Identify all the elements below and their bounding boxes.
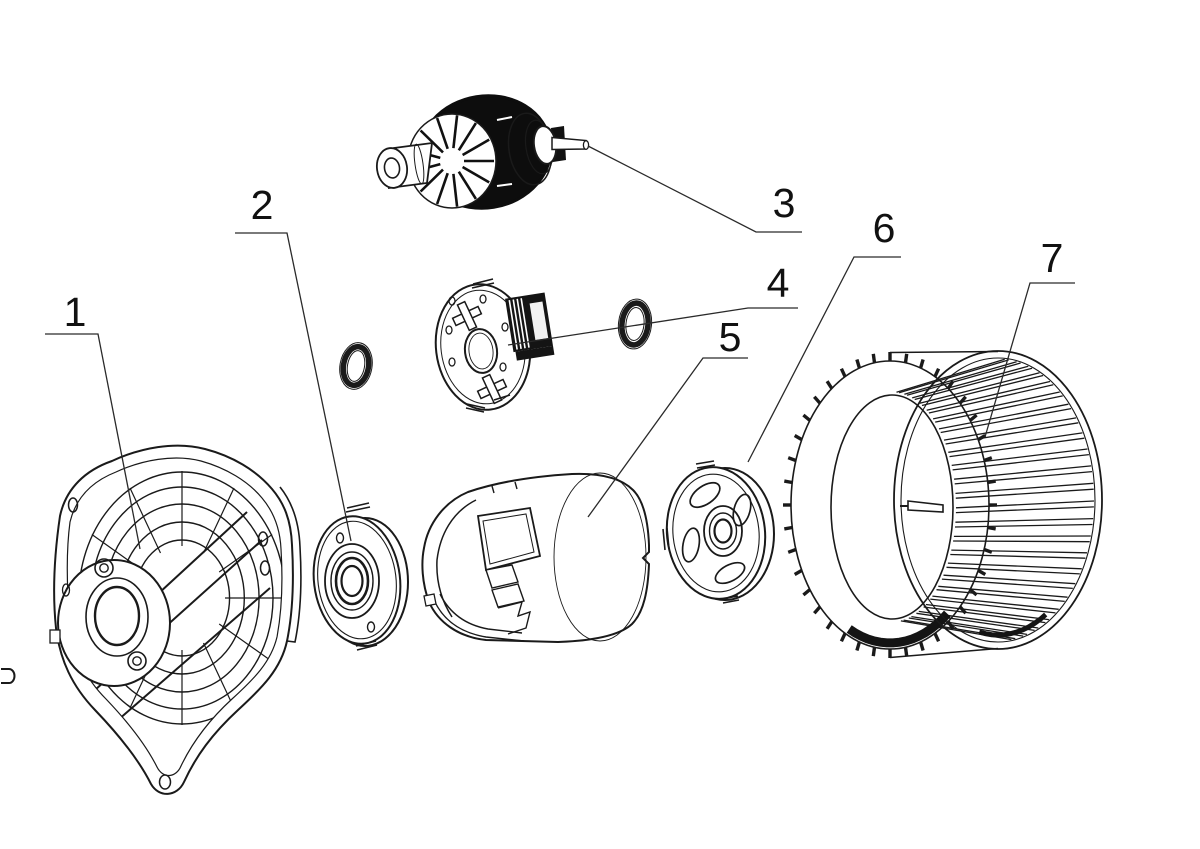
housing-corner-hole-right: [257, 531, 269, 547]
disc6-rim: [672, 473, 760, 593]
disc6-slot-right: [732, 493, 752, 527]
magnet-clip2: [491, 583, 525, 608]
connector-panel: [526, 298, 552, 344]
can-face-line: [553, 472, 647, 642]
part-1-motor-housing: [49, 444, 302, 795]
housing-boss-top: [94, 558, 114, 578]
can-window: [476, 506, 542, 572]
housing-boss-bottom: [127, 651, 147, 671]
disc6-slot-bottom: [714, 561, 746, 585]
callout-3-number: 3: [773, 180, 796, 226]
fan-back-rim-outer: [893, 350, 1103, 650]
part-5-motor-can: [421, 472, 651, 644]
washer-left: [339, 342, 373, 390]
magnet-clip3: [497, 601, 531, 635]
callout-2-leader: [235, 232, 352, 542]
brush-holder-bottom: [476, 373, 508, 405]
part-2-bearing-plate: [312, 502, 409, 651]
brushplate-tabs-bottom: [465, 394, 511, 413]
edge-mark: [1, 668, 16, 684]
part-4-brush-plate: [434, 278, 555, 413]
can-bottom-rim: [433, 593, 525, 642]
housing-corner-hole-right2: [259, 560, 271, 576]
callouts: 1 2 3 4 5 6 7: [45, 145, 1075, 550]
callout-7: 7: [984, 235, 1075, 438]
can-window-inner: [482, 513, 535, 565]
connector-block: [505, 292, 555, 361]
disc6-slot-top: [689, 481, 721, 509]
plate-boss1: [324, 543, 380, 619]
part-3-armature: [375, 94, 590, 210]
plate-hole-top: [335, 532, 345, 544]
shaft-tip: [582, 140, 590, 150]
callout-7-number: 7: [1041, 235, 1064, 281]
plate-rim: [317, 520, 397, 640]
brushplate-bore: [463, 328, 499, 374]
fan-front-rim: [790, 360, 990, 650]
brushplate-pegs: [445, 294, 509, 372]
shaft-end-bore: [383, 157, 401, 179]
housing-edge-hole: [61, 583, 71, 597]
plate-boss2: [330, 551, 374, 611]
housing-bore: [93, 585, 141, 647]
brushplate-tab-top: [471, 278, 495, 289]
fan-top-silhouette: [889, 350, 999, 354]
plate-boss3: [334, 556, 370, 606]
part-6-fan-hub-disc: [662, 460, 775, 604]
disc6-hub1: [703, 505, 743, 557]
fan-generated-geometry: [783, 352, 1095, 658]
fan-bottom-silhouette: [889, 647, 999, 659]
magnet-clip1: [485, 564, 519, 589]
callout-1-number: 1: [64, 289, 87, 335]
connector-foot: [515, 345, 555, 361]
output-shaft: [551, 136, 587, 151]
callout-1: 1: [45, 289, 141, 550]
housing-boss-top-hole: [99, 563, 109, 573]
plate-bore: [340, 564, 364, 598]
callout-2-number: 2: [251, 182, 274, 228]
fan-shaft-stub: [907, 500, 944, 513]
can-tab-left: [423, 593, 437, 607]
housing-hub-ring: [85, 577, 149, 657]
fan-opening: [830, 394, 954, 620]
housing-edge-tab: [49, 629, 61, 644]
callout-3: 3: [587, 145, 802, 233]
callout-6-leader: [747, 256, 901, 463]
lamination-fins: [410, 115, 494, 207]
can-top-notches: [491, 481, 518, 494]
housing-depth-edge: [279, 486, 302, 643]
callout-4-number: 4: [767, 260, 790, 306]
callout-7-leader: [984, 282, 1075, 438]
callout-6: 6: [747, 205, 901, 463]
callout-2: 2: [235, 182, 352, 542]
housing-hub: [57, 559, 171, 687]
callout-4: 4: [507, 260, 798, 346]
fan-back-rim-inner: [900, 357, 1096, 643]
housing-corner-hole: [67, 497, 79, 513]
lamination-disc: [408, 114, 496, 208]
washer-right: [617, 298, 653, 350]
shaft-end-face: [375, 147, 409, 189]
part-7-blower-wheel: [783, 350, 1103, 659]
brush-holder-top: [451, 300, 483, 332]
plate-tab-bottom: [355, 640, 378, 651]
disc6-slot-left: [681, 527, 701, 563]
callout-6-number: 6: [873, 205, 896, 251]
disc6-hub2: [708, 512, 738, 550]
plate-hole-bottom: [366, 621, 376, 633]
disc6-bore: [713, 518, 733, 544]
callout-5: 5: [587, 314, 748, 518]
callout-5-number: 5: [719, 314, 742, 360]
brushplate-bore-inner: [468, 332, 494, 370]
callout-3-leader: [587, 145, 802, 233]
housing-tip-hole: [158, 774, 172, 790]
callout-1-leader: [45, 333, 141, 550]
callout-4-leader: [507, 307, 798, 346]
plate-tab-top: [345, 502, 371, 513]
disc6-rim-tabs: [662, 460, 740, 604]
housing-boss-bottom-hole: [132, 656, 142, 666]
cylinder-band: [413, 143, 425, 185]
callout-5-leader: [587, 357, 748, 518]
